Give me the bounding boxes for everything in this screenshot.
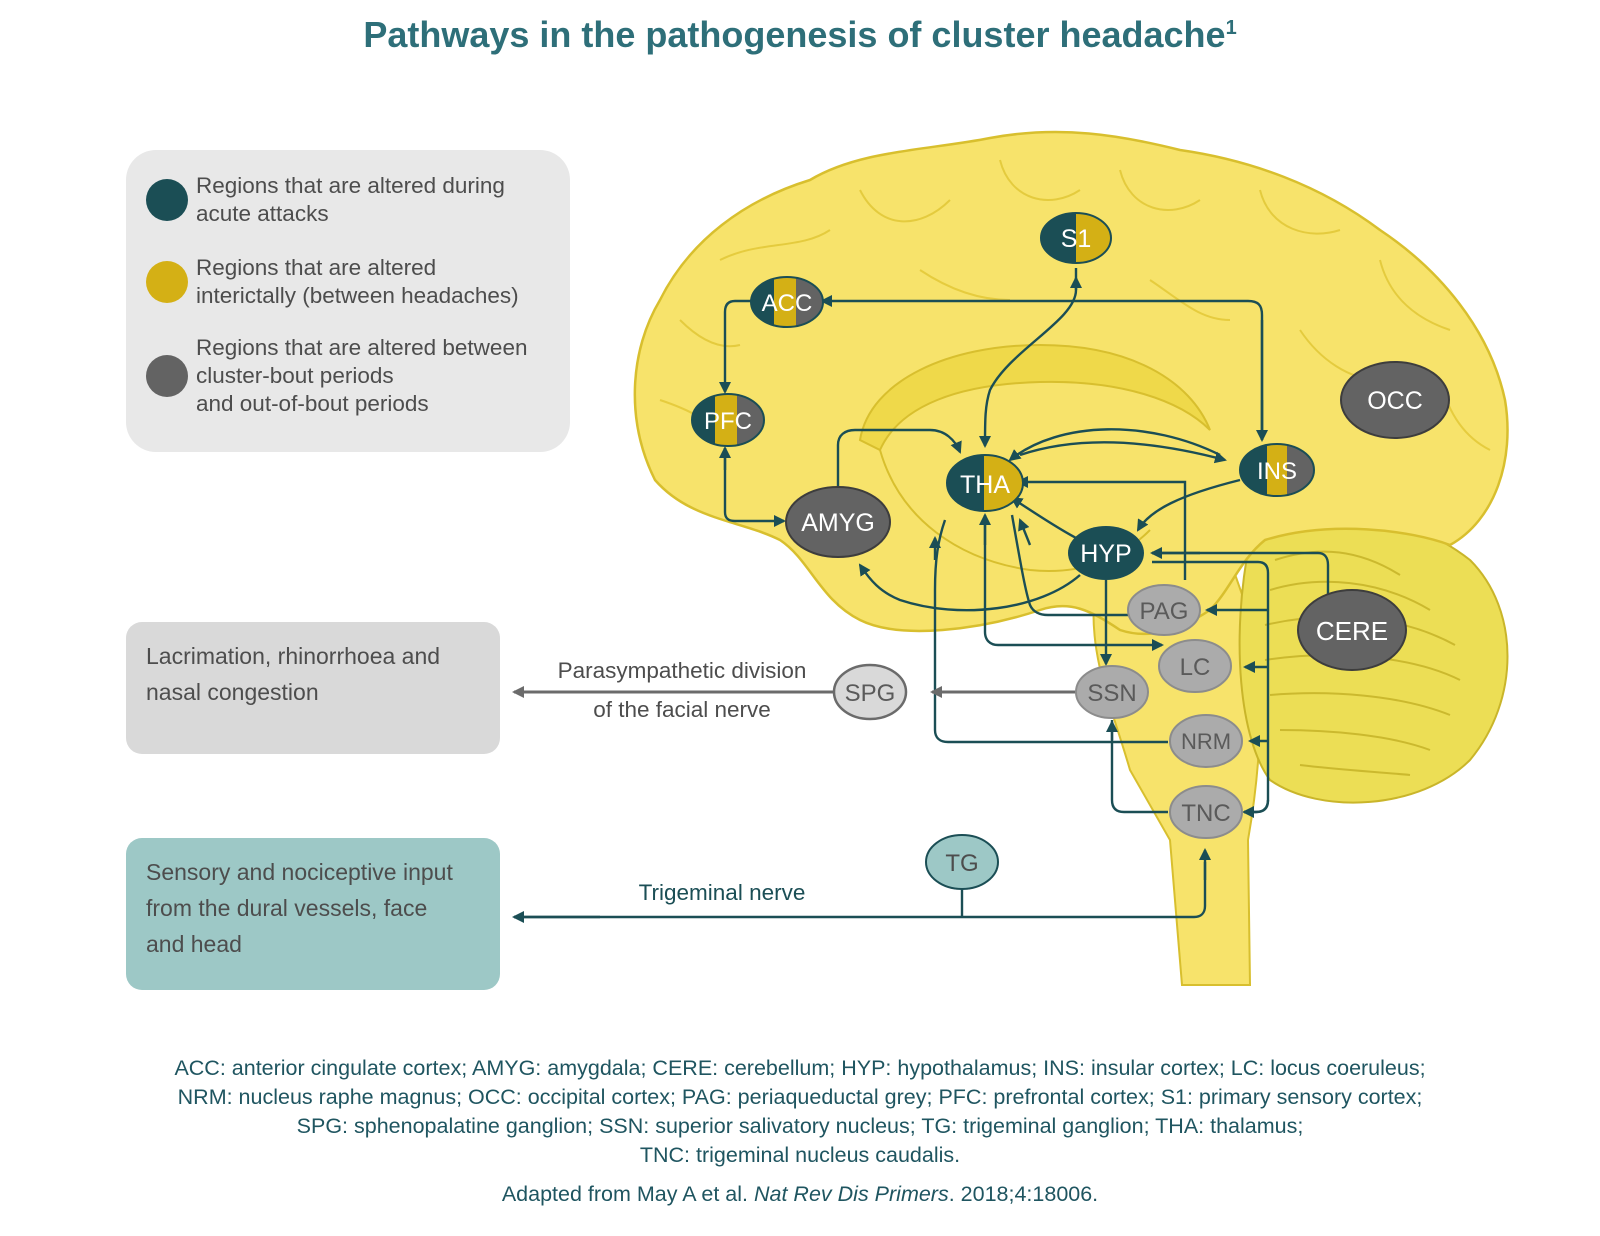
- legend-dot-bout: [146, 355, 188, 397]
- path-hyp-cere: [1152, 551, 1330, 602]
- path-tha-pag: [1010, 514, 1128, 617]
- path-s1-tha: [979, 268, 1078, 448]
- node-hyp-label: HYP: [1080, 540, 1131, 568]
- node-ins: INS: [1239, 443, 1315, 497]
- node-tg-label: TG: [945, 850, 978, 877]
- legend-item-acute: Regions that are altered during acute at…: [146, 172, 505, 228]
- path-tha-ins: [1019, 441, 1227, 464]
- path-trigeminal: [514, 862, 1207, 919]
- title-reference: 1: [1225, 17, 1237, 39]
- legend-label-bout: Regions that are altered between cluster…: [196, 335, 528, 416]
- path-pfc-amyg: [723, 448, 786, 527]
- abbreviations-line-3: SPG: sphenopalatine ganglion; SSN: super…: [296, 1114, 1304, 1138]
- legend-box: Regions that are altered during acute at…: [126, 150, 570, 452]
- legend-label-interictal: Regions that are altered interictally (b…: [196, 255, 519, 308]
- path-ins-hyp: [1136, 478, 1241, 532]
- node-s1: S1: [1040, 212, 1112, 264]
- node-lc-label: LC: [1180, 654, 1211, 681]
- node-tha-label: THA: [960, 471, 1010, 499]
- path-ins-tha: [1008, 428, 1221, 462]
- path-ins-acc: [820, 295, 1264, 440]
- path-pag-tha-arrow: [1018, 518, 1032, 546]
- parasympathetic-label-2: of the facial nerve: [593, 697, 771, 722]
- pathways: [512, 268, 1330, 923]
- node-cere: CERE: [1297, 589, 1407, 671]
- node-nrm-label: NRM: [1181, 729, 1231, 754]
- brain-pathway-diagram: Parasympathetic division of the facial n…: [512, 130, 1509, 986]
- node-tg: TG: [925, 834, 999, 890]
- figure-title: Pathways in the pathogenesis of cluster …: [0, 14, 1600, 56]
- node-acc-label: ACC: [762, 290, 813, 317]
- node-amyg-label: AMYG: [801, 509, 875, 537]
- legend-item-bout: Regions that are altered between cluster…: [146, 334, 527, 418]
- node-hyp: HYP: [1068, 526, 1144, 580]
- path-acc-pfc: [719, 299, 760, 394]
- node-acc: ACC: [750, 276, 824, 328]
- path-amyg-tha: [836, 428, 962, 490]
- path-tha-right: [1025, 480, 1187, 580]
- path-hyp-tnc-arrow: [1242, 799, 1270, 818]
- source-prefix: Adapted from May A et al.: [501, 1182, 754, 1206]
- node-occ-label: OCC: [1367, 387, 1423, 415]
- node-occ: OCC: [1340, 361, 1450, 439]
- source-citation: Adapted from May A et al. Nat Rev Dis Pr…: [0, 1180, 1600, 1209]
- legend-label-acute: Regions that are altered during acute at…: [196, 173, 505, 226]
- node-nrm: NRM: [1169, 714, 1243, 768]
- trigeminal-nerve-label: Trigeminal nerve: [639, 880, 806, 905]
- sensory-input-box: Sensory and nociceptive input from the d…: [126, 838, 500, 990]
- abbreviations-line-1: ACC: anterior cingulate cortex; AMYG: am…: [174, 1056, 1426, 1080]
- node-tnc-label: TNC: [1181, 800, 1230, 827]
- node-amyg: AMYG: [785, 486, 891, 558]
- node-spg-label: SPG: [845, 680, 896, 707]
- title-text: Pathways in the pathogenesis of cluster …: [363, 14, 1226, 55]
- node-s1-label: S1: [1061, 225, 1092, 253]
- node-pfc: PFC: [691, 393, 765, 447]
- node-pfc-label: PFC: [704, 408, 752, 435]
- abbreviations-line-2: NRM: nucleus raphe magnus; OCC: occipita…: [177, 1085, 1423, 1109]
- legend-item-interictal: Regions that are altered interictally (b…: [146, 254, 519, 310]
- node-cere-label: CERE: [1316, 616, 1388, 646]
- node-ins-label: INS: [1257, 458, 1297, 485]
- lacrimation-box: Lacrimation, rhinorrhoea and nasal conge…: [126, 622, 500, 754]
- abbreviations-line-4: TNC: trigeminal nucleus caudalis.: [639, 1143, 961, 1167]
- node-ssn-label: SSN: [1087, 680, 1136, 707]
- node-lc: LC: [1158, 639, 1232, 693]
- footer: ACC: anterior cingulate cortex; AMYG: am…: [0, 1054, 1600, 1209]
- path-hyp-amyg: [858, 563, 1081, 612]
- path-tha-lc: [983, 520, 1164, 651]
- legend-dot-interictal: [146, 261, 188, 303]
- node-ssn: SSN: [1075, 665, 1149, 719]
- parasympathetic-label-1: Parasympathetic division: [558, 658, 807, 683]
- source-suffix: . 2018;4:18006.: [948, 1182, 1099, 1206]
- node-spg: SPG: [832, 663, 908, 721]
- path-hyp-tha: [1010, 496, 1081, 542]
- node-pag: PAG: [1127, 584, 1201, 636]
- source-journal: Nat Rev Dis Primers: [754, 1182, 949, 1206]
- node-tnc: TNC: [1169, 785, 1243, 839]
- path-ssn-tnc: [1110, 720, 1168, 814]
- node-pag-label: PAG: [1140, 598, 1189, 625]
- legend-dot-acute: [146, 179, 188, 221]
- node-tha: THA: [946, 454, 1024, 512]
- corpus-callosum: [858, 343, 1211, 452]
